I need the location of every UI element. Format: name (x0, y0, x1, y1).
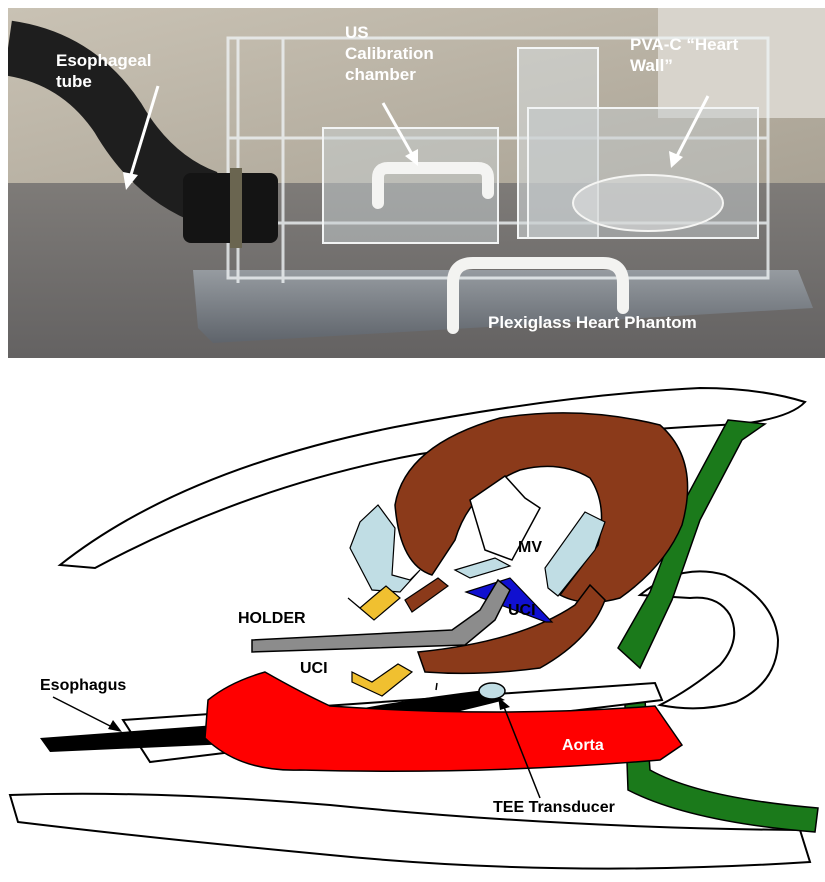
label-us-line1: US (345, 23, 369, 42)
photo-paper (658, 8, 825, 118)
heart-wall-membrane (573, 175, 723, 231)
label-tee-transducer: TEE Transducer (493, 799, 615, 816)
label-uci-top: UCI (508, 602, 536, 619)
label-esophageal-line1: Esophageal (56, 51, 151, 70)
label-mv: MV (518, 539, 542, 556)
label-pva-line1: PVA-C “Heart (630, 35, 739, 54)
label-uci-bottom: UCI (300, 660, 328, 677)
label-aorta: Aorta (562, 737, 604, 754)
leader-esophagus (53, 697, 116, 729)
label-esophagus: Esophagus (40, 677, 126, 694)
myocardium-leaflet-left (405, 578, 448, 612)
label-esophageal-line2: tube (56, 72, 92, 91)
tee-transducer-tip (479, 683, 505, 699)
holder-stub (436, 683, 437, 690)
heart-phantom-diagram: MV UCI HOLDER UCI Esophagus Aorta TEE Tr… (0, 360, 825, 882)
label-pva-line2: Wall” (630, 56, 673, 75)
label-us-line2: Calibration (345, 44, 434, 63)
valve-mv-leaflet (455, 558, 510, 578)
tube-flange (230, 168, 242, 248)
uci-chevron-bottom (352, 664, 412, 696)
phantom-caption: Plexiglass Heart Phantom (488, 313, 697, 332)
label-holder: HOLDER (238, 610, 306, 627)
calibration-chamber (323, 128, 498, 243)
leader-esophagus-head (108, 720, 122, 732)
uci-chevron-top (348, 586, 400, 620)
heart-phantom-photo: Esophageal tube US Calibration chamber P… (8, 8, 825, 358)
label-us-line3: chamber (345, 65, 416, 84)
